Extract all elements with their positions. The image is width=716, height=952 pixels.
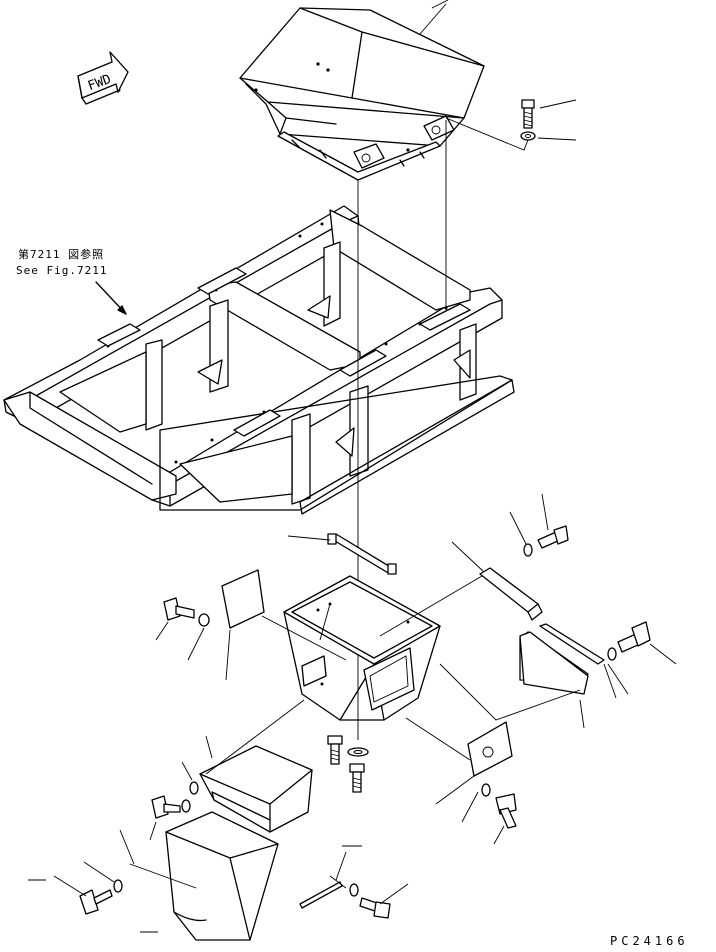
bolt-icon xyxy=(537,525,569,549)
washer-icon xyxy=(481,783,491,797)
bolt-icon xyxy=(79,889,113,915)
washer-icon xyxy=(198,613,210,627)
top-hopper xyxy=(239,0,485,181)
bolt-icon xyxy=(521,99,535,129)
lower-hopper xyxy=(283,575,441,721)
washer-icon xyxy=(523,543,533,557)
bracket xyxy=(479,567,543,621)
bolt-icon xyxy=(327,735,343,765)
main-frame xyxy=(3,205,515,515)
washer-icon xyxy=(607,647,617,661)
bolt-icon xyxy=(151,795,181,819)
drawing-id: PC24166 xyxy=(610,934,689,948)
bolt-icon xyxy=(163,597,195,621)
washer-icon xyxy=(113,879,123,893)
chute xyxy=(165,811,279,941)
bolt-icon xyxy=(495,793,517,829)
bolt-icon xyxy=(617,621,651,653)
washer-icon xyxy=(520,131,536,141)
reference-label-en: See Fig.7211 xyxy=(16,264,108,277)
rod xyxy=(327,533,397,575)
bolt-icon xyxy=(359,897,391,919)
fwd-arrow-icon xyxy=(77,51,129,105)
washer-icon xyxy=(181,799,191,813)
right-cover-plate xyxy=(519,623,605,695)
strip xyxy=(299,881,343,909)
washer-icon xyxy=(347,747,369,757)
reference-label-jp: 第7211 図参照 xyxy=(18,248,105,261)
bolt-icon xyxy=(349,763,365,793)
washer-icon xyxy=(349,883,359,897)
small-tray xyxy=(199,745,313,833)
small-cover-plate xyxy=(467,721,513,777)
left-cover-plate xyxy=(221,569,265,629)
washer-icon xyxy=(189,781,199,795)
